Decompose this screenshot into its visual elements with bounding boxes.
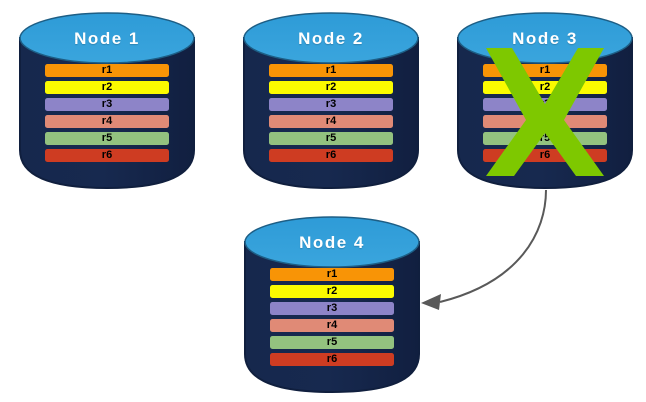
- node-1-rows: r1 r2 r3 r4 r5 r6: [45, 64, 169, 162]
- row-r5: r5: [45, 132, 169, 145]
- row-r3: r3: [269, 98, 393, 111]
- row-r4: r4: [45, 115, 169, 128]
- row-r2: r2: [45, 81, 169, 94]
- row-r1: r1: [45, 64, 169, 77]
- row-r6: r6: [269, 149, 393, 162]
- row-r2: r2: [270, 285, 394, 298]
- row-r2: r2: [269, 81, 393, 94]
- row-r1: r1: [269, 64, 393, 77]
- row-r4: r4: [270, 319, 394, 332]
- node-4-rows: r1 r2 r3 r4 r5 r6: [270, 268, 394, 366]
- node-2-rows: r1 r2 r3 r4 r5 r6: [269, 64, 393, 162]
- row-r3: r3: [270, 302, 394, 315]
- row-r1: r1: [270, 268, 394, 281]
- row-r5: r5: [270, 336, 394, 349]
- row-r5: r5: [269, 132, 393, 145]
- row-r4: r4: [269, 115, 393, 128]
- row-r6: r6: [270, 353, 394, 366]
- row-r6: r6: [45, 149, 169, 162]
- row-r3: r3: [45, 98, 169, 111]
